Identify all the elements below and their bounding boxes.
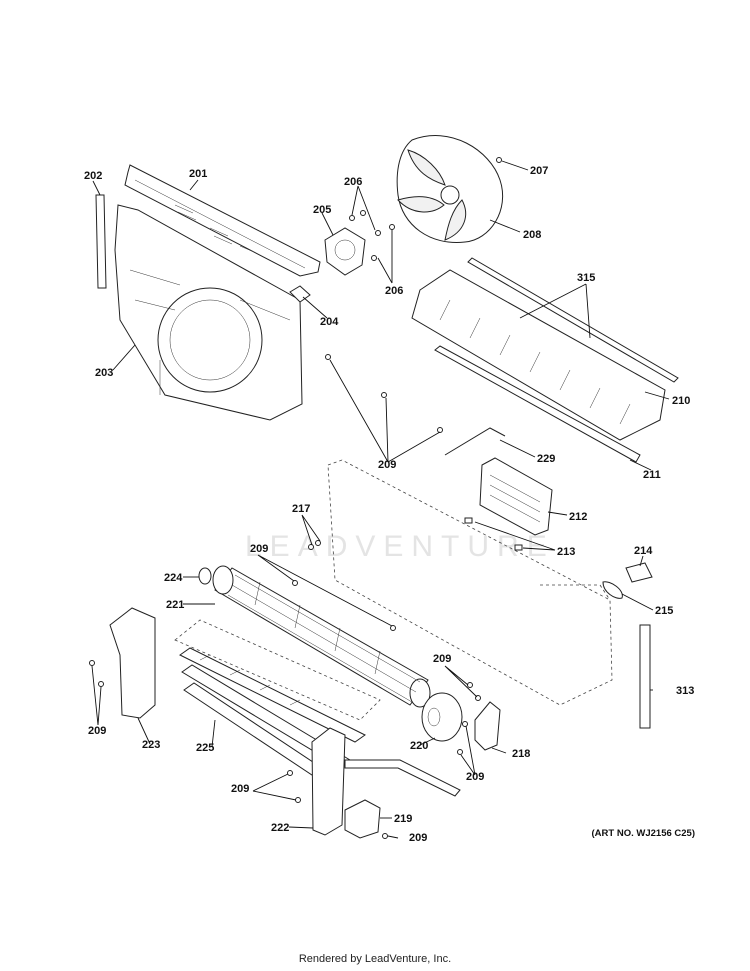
part-221-blower-wheel xyxy=(212,565,431,708)
callout-210: 210 xyxy=(672,395,690,407)
part-219-control-box xyxy=(344,799,381,839)
part-313-side-strip xyxy=(639,624,651,729)
part-213-clips xyxy=(464,517,523,551)
part-229-link-rod xyxy=(444,427,506,456)
part-208-axial-fan xyxy=(396,135,504,243)
callout-313: 313 xyxy=(676,685,694,697)
part-223-side-bracket xyxy=(109,607,156,719)
callout-225: 225 xyxy=(196,742,214,754)
part-214-bracket xyxy=(625,562,653,583)
callout-217: 217 xyxy=(292,503,310,515)
footer-credit: Rendered by LeadVenture, Inc. xyxy=(298,953,452,965)
part-207-nut xyxy=(496,157,502,163)
callout-215: 215 xyxy=(655,605,673,617)
callout-209-motor-top: 209 xyxy=(433,653,451,665)
callout-222: 222 xyxy=(271,822,289,834)
part-211-damper-bar xyxy=(434,345,641,463)
callout-220: 220 xyxy=(410,740,428,752)
part-209-screws xyxy=(89,354,481,839)
part-315-seal-strip xyxy=(467,257,679,383)
callout-209-end-plate: 209 xyxy=(231,783,249,795)
callout-209-center: 209 xyxy=(378,459,396,471)
callout-209-motor-bottom: 209 xyxy=(466,771,484,783)
part-222-end-plate xyxy=(311,727,346,836)
callout-209-left: 209 xyxy=(88,725,106,737)
part-224-bearing xyxy=(198,567,212,585)
part-204-bracket xyxy=(289,285,311,303)
callout-221: 221 xyxy=(166,599,184,611)
callout-211: 211 xyxy=(643,469,661,481)
callout-202: 202 xyxy=(84,170,102,182)
part-205-fan-motor xyxy=(324,227,366,276)
callout-212: 212 xyxy=(569,511,587,523)
part-215-insulator xyxy=(602,581,623,599)
callout-213: 213 xyxy=(557,546,575,558)
part-202-side-strip xyxy=(95,194,107,289)
callout-201: 201 xyxy=(189,168,207,180)
callout-219: 219 xyxy=(394,813,412,825)
refrigerant-tubing xyxy=(344,759,461,797)
callout-208: 208 xyxy=(523,229,541,241)
part-217-screws xyxy=(308,540,321,550)
callout-205: 205 xyxy=(313,204,331,216)
callout-223: 223 xyxy=(142,739,160,751)
callout-214: 214 xyxy=(634,545,653,557)
chassis-outline xyxy=(327,459,613,706)
watermark: LEADVENTURE xyxy=(245,530,555,563)
callout-labels: 201 202 203 204 205 206 206 207 208 209 … xyxy=(84,165,694,844)
callout-204: 204 xyxy=(320,316,339,328)
callout-203: 203 xyxy=(95,367,113,379)
callout-209-blower: 209 xyxy=(250,543,268,555)
callout-218: 218 xyxy=(512,748,530,760)
callout-207: 207 xyxy=(530,165,548,177)
part-220-blower-motor xyxy=(421,692,463,742)
callout-206-lower: 206 xyxy=(385,285,403,297)
part-210-louver-frame xyxy=(411,269,666,441)
part-225-evaporator xyxy=(174,619,381,788)
part-201-top-panel xyxy=(124,164,321,277)
part-206-screws xyxy=(349,210,395,261)
callout-315: 315 xyxy=(577,272,595,284)
callout-209-box: 209 xyxy=(409,832,427,844)
art-number-label: (ART NO. WJ2156 C25) xyxy=(591,828,695,839)
callout-206-upper: 206 xyxy=(344,176,362,188)
part-212-control-cover xyxy=(479,457,553,536)
part-203-shroud xyxy=(114,204,303,421)
part-218-motor-mount xyxy=(474,701,501,751)
leader-lines xyxy=(91,160,670,839)
callout-224: 224 xyxy=(164,572,183,584)
callout-229: 229 xyxy=(537,453,555,465)
